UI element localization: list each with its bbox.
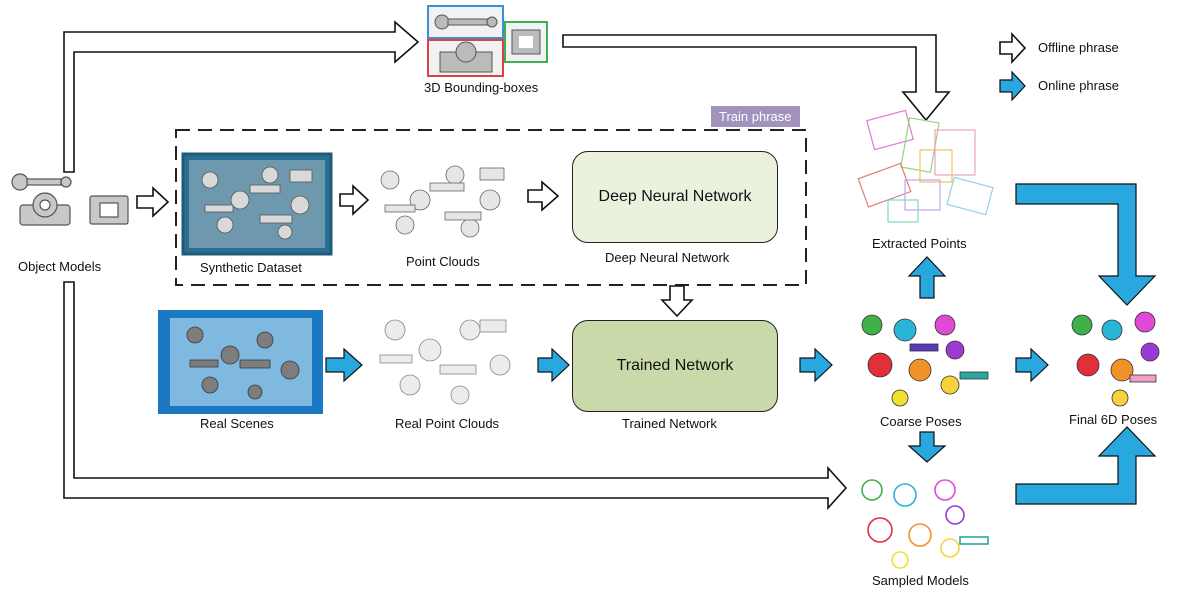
online-arrow-sampled-to-final — [1015, 426, 1157, 505]
object-models-label: Object Models — [18, 259, 102, 274]
offline-arrow-models-to-synthetic — [136, 186, 170, 218]
offline-arrows — [63, 20, 1027, 511]
offline-arrow-clouds-to-dnn — [527, 180, 560, 212]
bounding-boxes-label: 3D Bounding-boxes — [424, 80, 539, 95]
legend-online-arrow — [999, 70, 1026, 102]
legend-online-label: Online phrase — [1038, 78, 1119, 93]
real-point-clouds-label: Real Point Clouds — [395, 416, 500, 431]
train-phase-box — [175, 129, 807, 286]
train-phrase-badge: Train phrase — [711, 106, 800, 127]
real-point-clouds-image — [379, 319, 511, 405]
final-poses-image — [1071, 311, 1160, 407]
legend-offline-label: Offline phrase — [1038, 40, 1119, 55]
offline-arrow-bboxes-to-extracted — [562, 34, 951, 122]
online-arrow-scenes-to-real-clouds — [325, 347, 363, 383]
trained-network-node: Trained Network — [572, 320, 778, 412]
deep-neural-network-node: Deep Neural Network — [572, 151, 778, 243]
online-arrow-coarse-to-final — [1015, 347, 1049, 383]
online-arrow-extracted-to-final — [1015, 183, 1157, 306]
trained-network-caption: Trained Network — [622, 416, 717, 431]
synthetic-dataset-image — [181, 152, 333, 256]
final-poses-label: Final 6D Poses — [1069, 412, 1158, 427]
sampled-models-image — [861, 479, 989, 569]
online-arrows — [325, 70, 1157, 505]
point-clouds-image — [380, 165, 505, 238]
bounding-boxes-image — [427, 5, 548, 77]
legend-offline-arrow — [999, 31, 1027, 65]
extracted-points-label: Extracted Points — [872, 236, 967, 251]
online-arrow-real-clouds-to-trained — [537, 347, 570, 383]
online-arrow-trained-to-coarse — [799, 347, 833, 383]
sampled-models-label: Sampled Models — [872, 573, 969, 588]
online-arrow-coarse-to-extracted — [907, 256, 947, 299]
dnn-caption: Deep Neural Network — [605, 250, 730, 265]
object-models-image — [11, 173, 129, 226]
offline-arrow-to-sampled — [63, 281, 848, 511]
coarse-poses-image — [861, 314, 989, 407]
synthetic-dataset-label: Synthetic Dataset — [200, 260, 302, 275]
offline-arrow-dnn-to-trained — [660, 285, 694, 318]
extracted-points-image — [857, 109, 994, 223]
offline-arrow-to-bboxes — [63, 20, 420, 173]
online-arrow-coarse-to-sampled — [907, 431, 947, 463]
real-scenes-image — [158, 310, 323, 414]
offline-arrow-synthetic-to-clouds — [339, 184, 370, 216]
coarse-poses-label: Coarse Poses — [880, 414, 962, 429]
point-clouds-label: Point Clouds — [406, 254, 480, 269]
real-scenes-label: Real Scenes — [200, 416, 274, 431]
